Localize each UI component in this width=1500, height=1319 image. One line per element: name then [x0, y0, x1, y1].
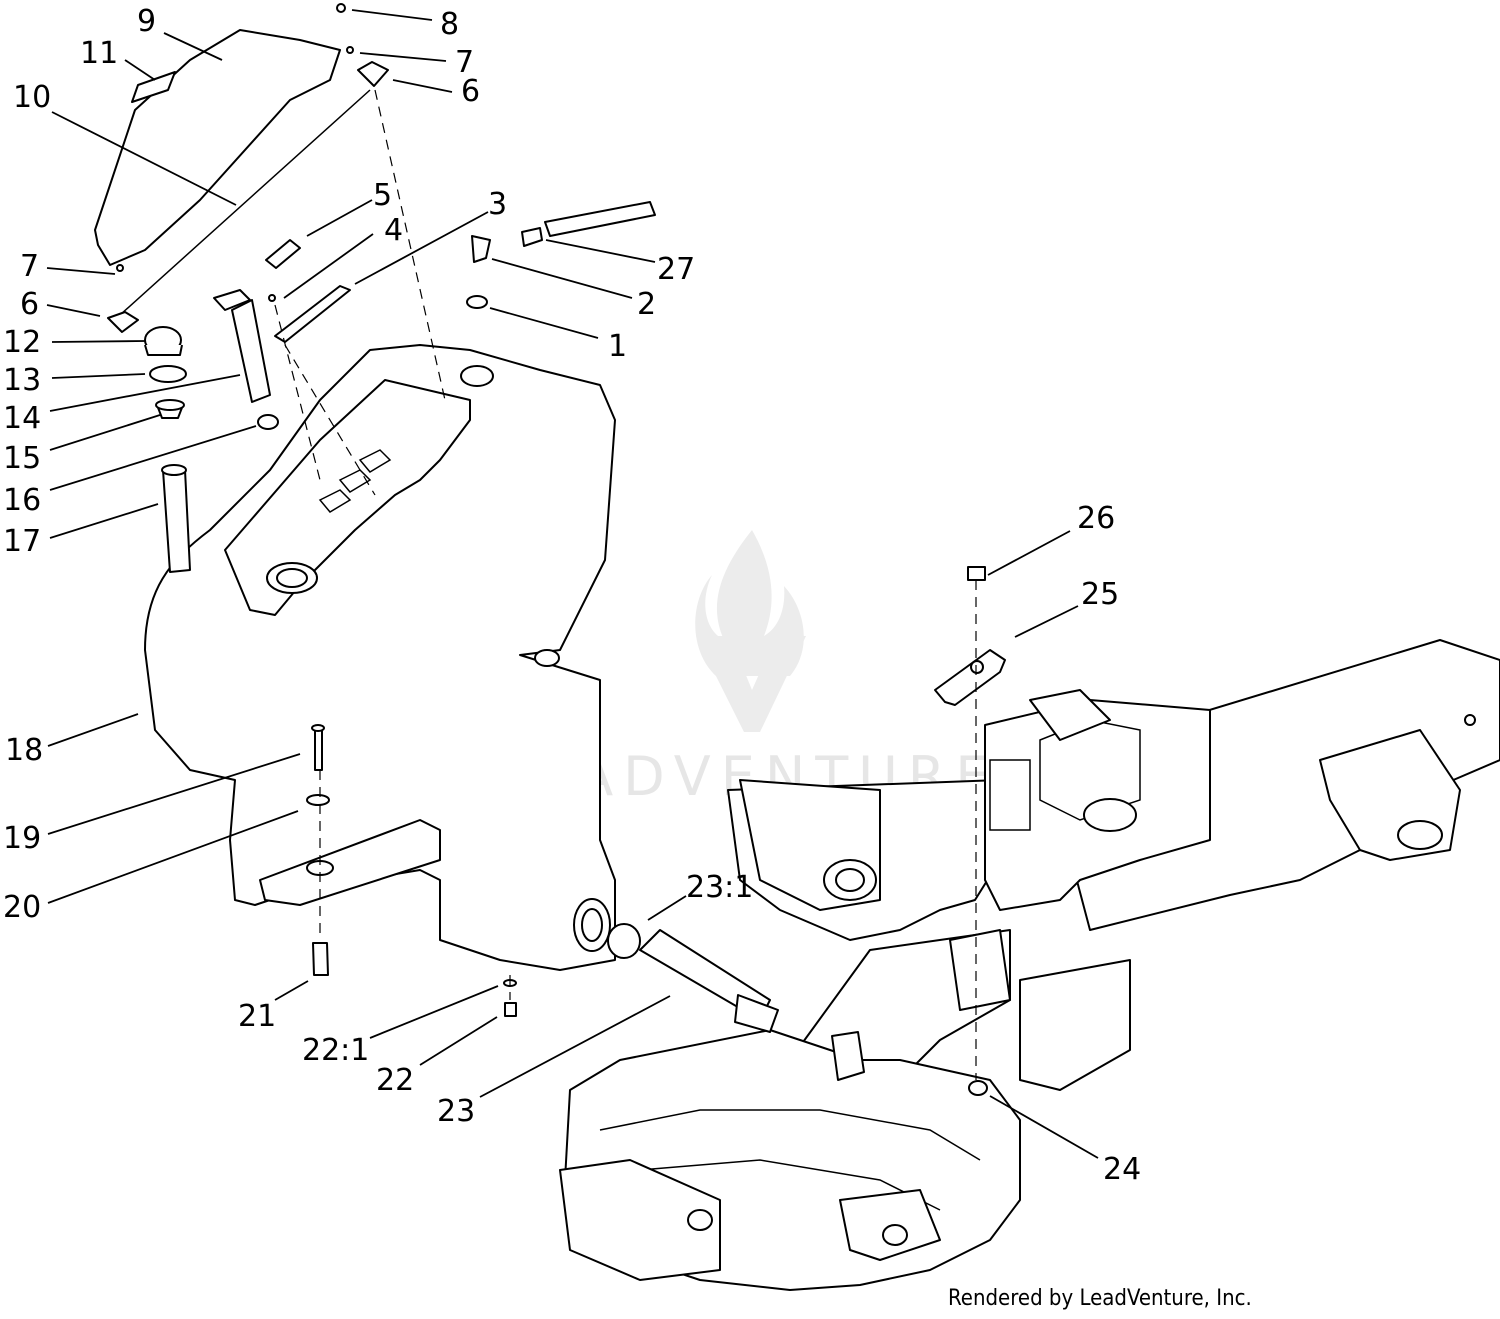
- callout-23-1: 23:1: [686, 870, 753, 905]
- callout-21: 21: [238, 999, 276, 1034]
- watermark-logo: [695, 530, 806, 732]
- callout-17: 17: [3, 524, 41, 559]
- callout-8: 8: [440, 7, 459, 42]
- callout-3: 3: [488, 187, 507, 222]
- callout-14: 14: [3, 401, 41, 436]
- callout-26: 26: [1077, 501, 1115, 536]
- callout-19: 19: [3, 821, 41, 856]
- callout-5: 5: [373, 178, 392, 213]
- leader-lines: [46, 9, 1099, 1159]
- frame-assembly: [559, 639, 1500, 1291]
- callout-1: 1: [608, 329, 627, 364]
- assembly-lines: [274, 89, 977, 1080]
- callout-15: 15: [3, 441, 41, 476]
- callout-18: 18: [5, 733, 43, 768]
- render-credit: Rendered by LeadVenture, Inc.: [948, 1286, 1252, 1311]
- callout-24: 24: [1103, 1152, 1141, 1187]
- callout-6-left: 6: [20, 287, 39, 322]
- callout-12: 12: [3, 325, 41, 360]
- callout-27: 27: [657, 252, 695, 287]
- callout-22: 22: [376, 1063, 414, 1098]
- callout-4: 4: [384, 213, 403, 248]
- callout-16: 16: [3, 483, 41, 518]
- exploded-parts: [94, 3, 1006, 1096]
- callout-23: 23: [437, 1094, 475, 1129]
- callout-10: 10: [13, 80, 51, 115]
- callout-7-left: 7: [20, 249, 39, 284]
- callout-22-1: 22:1: [302, 1033, 369, 1068]
- callout-6-top: 6: [461, 74, 480, 109]
- callout-2: 2: [637, 287, 656, 322]
- callout-9: 9: [137, 4, 156, 39]
- callout-20: 20: [3, 890, 41, 925]
- callout-11: 11: [80, 36, 118, 71]
- callout-7-top: 7: [455, 45, 474, 80]
- callout-25: 25: [1081, 577, 1119, 612]
- callouts: 9 8 7 11 6 10 5 3 4 7 27 6 2 12 1 13 14 …: [3, 4, 1141, 1187]
- callout-13: 13: [3, 363, 41, 398]
- fuel-tank: [144, 344, 616, 971]
